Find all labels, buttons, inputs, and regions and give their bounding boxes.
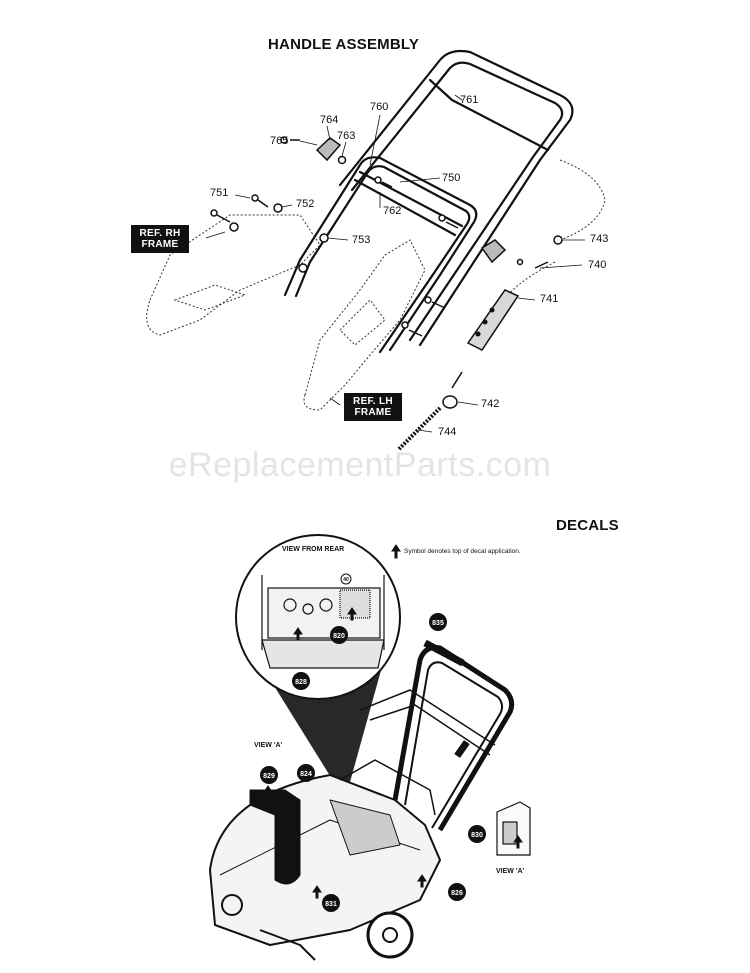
watermark: eReplacementParts.com: [168, 446, 552, 484]
badge-830: [468, 825, 486, 843]
badge-828-text: 828: [295, 679, 307, 686]
callout-763: 763: [337, 130, 356, 142]
badge-824-text: 824: [300, 771, 312, 778]
callout-753: 753: [352, 234, 371, 246]
symbol-note: Symbol denotes top of decal application.: [404, 548, 521, 555]
callout-743: 743: [590, 233, 609, 245]
callout-744: 744: [438, 426, 457, 438]
callout-740: 740: [588, 259, 607, 271]
view-a-label-top: VIEW 'A': [254, 742, 283, 749]
badge-40-text: 40: [343, 577, 349, 583]
callout-765: 765: [270, 135, 289, 147]
callout-760: 760: [370, 101, 389, 113]
badge-824: [297, 764, 315, 782]
callout-741: 741: [540, 293, 559, 305]
badge-829-text: 829: [263, 773, 275, 780]
badge-831: [322, 894, 340, 912]
callout-761: 761: [460, 94, 479, 106]
view-from-rear-label: VIEW FROM REAR: [282, 546, 345, 553]
lh-frame-outline: [303, 239, 426, 411]
callout-752: 752: [296, 198, 315, 210]
badge-829: [260, 766, 278, 784]
callout-751: 751: [210, 187, 229, 199]
callout-762: 762: [383, 205, 402, 217]
upper-handle: [338, 49, 574, 187]
lower-handle: [298, 156, 478, 277]
view-a-label-bottom: VIEW 'A': [496, 868, 525, 875]
badge-828: [292, 672, 310, 690]
rh-frame-outline: [146, 214, 321, 336]
badge-830-text: 830: [471, 832, 483, 839]
decals-heading: DECALS: [556, 517, 619, 534]
ref-lh-frame-label: REF. LH FRAME: [344, 393, 402, 421]
badge-835-text: 835: [432, 620, 444, 627]
badge-826-text: 826: [451, 890, 463, 897]
callout-764: 764: [320, 114, 339, 126]
callout-750: 750: [442, 172, 461, 184]
badge-40: [340, 573, 352, 585]
handle-assembly-heading: HANDLE ASSEMBLY: [268, 36, 420, 53]
badge-820-text: 820: [333, 633, 345, 640]
badge-826: [448, 883, 466, 901]
ref-rh-frame-label: REF. RH FRAME: [131, 225, 189, 253]
callout-742: 742: [481, 398, 500, 410]
badge-831-text: 831: [325, 901, 337, 908]
badge-835: [429, 613, 447, 631]
badge-820: [330, 626, 348, 644]
